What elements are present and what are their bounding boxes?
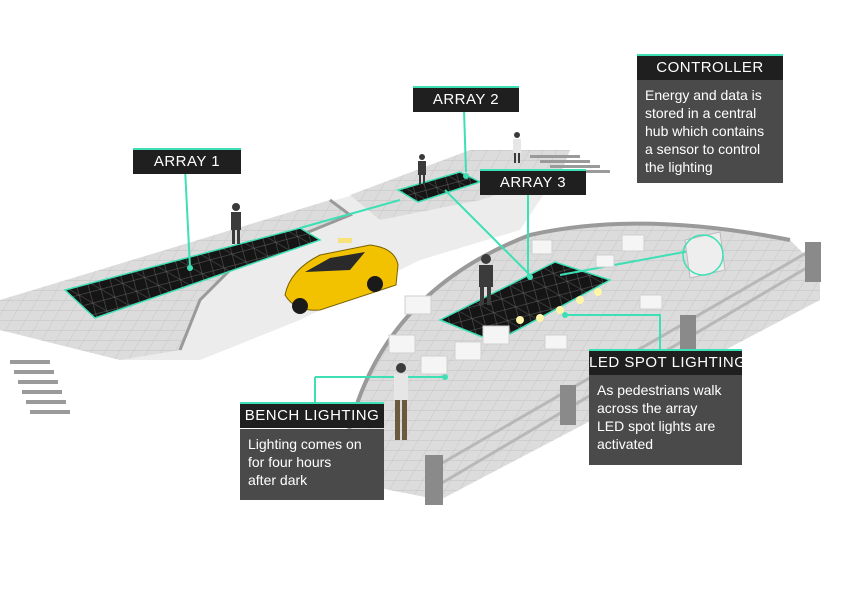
controller-description-line: a sensor to control [645, 141, 761, 157]
controller-description: Energy and data is stored in a central h… [637, 80, 783, 183]
led-description-line: activated [597, 436, 654, 452]
controller-description-line: hub which contains [645, 123, 765, 139]
pedestrians [231, 132, 521, 440]
railing-posts [425, 242, 821, 505]
led-spots [516, 288, 602, 324]
taxi [284, 238, 399, 314]
led-spot-lighting-label: LED SPOT LIGHTING [589, 349, 746, 375]
led-description-line: As pedestrians walk [597, 382, 722, 398]
array-1-label: ARRAY 1 [133, 148, 241, 174]
array-3-label: ARRAY 3 [480, 169, 586, 195]
bench-description-line: Lighting comes on [248, 436, 362, 452]
benches [388, 234, 663, 375]
controller-description-line: the lighting [645, 159, 713, 175]
bench-description-line: for four hours [248, 454, 332, 470]
controller-unit [682, 231, 726, 279]
crosswalk [10, 155, 610, 414]
controller-description-line: stored in a central [645, 105, 757, 121]
array-2-label: ARRAY 2 [413, 86, 519, 112]
bench-lighting-label: BENCH LIGHTING [240, 402, 384, 428]
controller-label: CONTROLLER [637, 54, 783, 80]
led-description-line: across the array [597, 400, 698, 416]
array-1-panel [63, 227, 322, 319]
right-plaza [340, 223, 820, 501]
led-spot-lighting-description: As pedestrians walk across the array LED… [589, 375, 742, 465]
bench-description-line: after dark [248, 472, 308, 488]
led-description-line: LED spot lights are [597, 418, 716, 434]
controller-description-line: Energy and data is [645, 87, 762, 103]
array-3-panel [438, 261, 612, 343]
bench-lighting-description: Lighting comes on for four hours after d… [240, 429, 384, 500]
